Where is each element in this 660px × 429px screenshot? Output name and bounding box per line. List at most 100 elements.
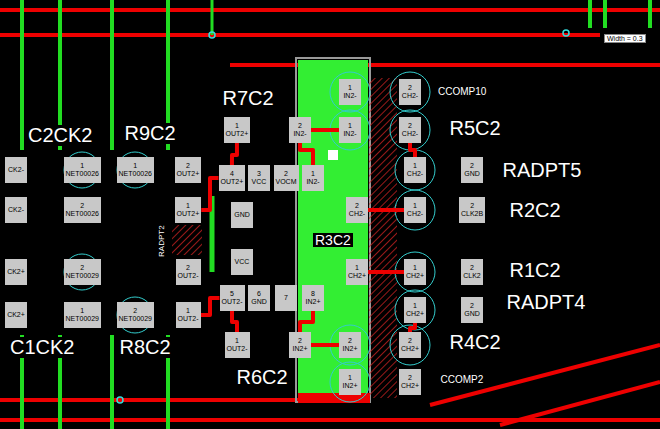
pad-net-text: NET00029: [66, 272, 99, 280]
pad: 2CH2-: [399, 79, 421, 105]
pad: 2CLK2B: [459, 197, 485, 223]
pad-net-text: 1: [186, 202, 190, 210]
pad-net-text: IN2+: [343, 345, 358, 353]
copper-trace: [648, 0, 652, 28]
pad: 2IN2+: [289, 332, 311, 358]
pad-net-text: NET00026: [66, 210, 99, 218]
refdes-label: RADPT5: [501, 160, 584, 181]
pad: 2NET00029: [117, 302, 154, 328]
pad-net-text: GND: [234, 211, 250, 219]
pad-net-text: 2: [355, 202, 359, 210]
pad-net-text: 6: [257, 290, 261, 298]
via: [563, 30, 569, 36]
pad-net-text: 1: [413, 162, 417, 170]
copper-trace: [110, 335, 114, 429]
pad-net-text: OUT2-: [178, 315, 199, 323]
copper-trace: [0, 8, 660, 12]
pad-net-text: 1: [80, 162, 84, 170]
width-readout: Width = 0.3: [604, 34, 646, 43]
pad-net-text: 1: [311, 170, 315, 178]
pad-net-text: 1: [348, 374, 352, 382]
pad: 1OUT2-: [225, 332, 250, 358]
pad-net-text: NET00029: [66, 315, 99, 323]
refdes-label: R8C2: [118, 337, 173, 358]
pad-net-text: CH2-: [402, 130, 418, 138]
pad-net-text: 2: [348, 337, 352, 345]
pad-net-text: OUT2+: [177, 170, 200, 178]
pad-net-text: GND: [464, 170, 480, 178]
pad-net-text: 2: [298, 337, 302, 345]
copper-trace: [300, 143, 313, 165]
pad-net-text: 5: [230, 290, 234, 298]
pad: 2CH2+: [399, 332, 421, 358]
pad-net-text: 3: [257, 170, 261, 178]
refdes-label: C2CK2: [26, 125, 94, 146]
pad-net-text: CH2-: [407, 210, 423, 218]
pour-marker: [328, 150, 338, 160]
pad: CK2-: [5, 157, 27, 183]
pad-net-text: CK2-: [8, 166, 24, 174]
courtyard-circle: [330, 72, 370, 112]
pad: 1NET00026: [117, 157, 154, 183]
pad-net-text: 1: [355, 264, 359, 272]
pad-net-text: 2: [470, 162, 474, 170]
pad: 1IN2+: [339, 369, 361, 395]
pad: 1CH2+: [404, 297, 426, 323]
pad-net-text: NET00029: [119, 315, 152, 323]
pad-net-text: IN2-: [306, 178, 319, 186]
pad: 1OUT2-: [176, 302, 201, 328]
pad-net-text: 1: [235, 337, 239, 345]
pad: 1OUT2+: [224, 117, 251, 143]
pad-net-text: CK2+: [7, 311, 25, 319]
via: [117, 397, 123, 403]
pad-net-text: OUT2+: [177, 210, 200, 218]
courtyard-circle: [330, 362, 370, 402]
pad-net-text: CK2+: [7, 268, 25, 276]
pad-net-text: 2: [133, 307, 137, 315]
pad-net-text: NET00026: [66, 170, 99, 178]
pad-net-text: CLK2: [463, 272, 481, 280]
pad: 2IN2-: [289, 117, 311, 143]
pad: 8IN2+: [302, 285, 324, 311]
pad-net-text: 1: [348, 84, 352, 92]
pad: 2VOCM: [274, 165, 299, 191]
pad-net-text: 2: [298, 122, 302, 130]
pad: 1IN2-: [339, 79, 361, 105]
pad-net-text: 2: [408, 122, 412, 130]
refdes-label: R7C2: [221, 88, 276, 109]
refdes-label: R1C2: [508, 260, 563, 281]
pad-net-text: VCC: [235, 258, 250, 266]
keepout-hatch: [369, 78, 397, 398]
pad-net-text: 7: [284, 294, 288, 302]
pad: 2NET00026: [64, 197, 101, 223]
pad-net-text: 2: [80, 202, 84, 210]
pad-net-text: IN2+: [306, 298, 321, 306]
pad-net-text: 4: [230, 170, 234, 178]
copper-trace: [500, 382, 660, 425]
pad: 1CH2-: [404, 197, 426, 223]
pad-net-text: 1: [133, 162, 137, 170]
pad-net-text: VOCM: [276, 178, 297, 186]
refdes-label: R5C2: [448, 118, 503, 139]
pad-net-text: 2: [408, 337, 412, 345]
pad-net-text: CH2+: [406, 272, 424, 280]
copper-trace: [230, 63, 660, 67]
copper-trace: [0, 418, 660, 422]
courtyard-circle: [117, 152, 153, 188]
pad: 1CH2+: [404, 259, 426, 285]
pad: 2CH2-: [399, 117, 421, 143]
copper-trace: [201, 178, 218, 210]
refdes-label: R6C2: [235, 367, 290, 388]
courtyard-circle: [117, 297, 153, 333]
pad-net-text: CH2-: [402, 92, 418, 100]
pad-net-text: OUT2-: [222, 298, 243, 306]
pad: 2GND: [461, 157, 483, 183]
pad-net-text: 2: [470, 264, 474, 272]
copper-trace: [368, 208, 404, 212]
pad: 2GND: [461, 297, 483, 323]
pad-net-text: IN2-: [343, 130, 356, 138]
copper-trace: [410, 323, 415, 332]
copper-trace: [588, 0, 592, 28]
